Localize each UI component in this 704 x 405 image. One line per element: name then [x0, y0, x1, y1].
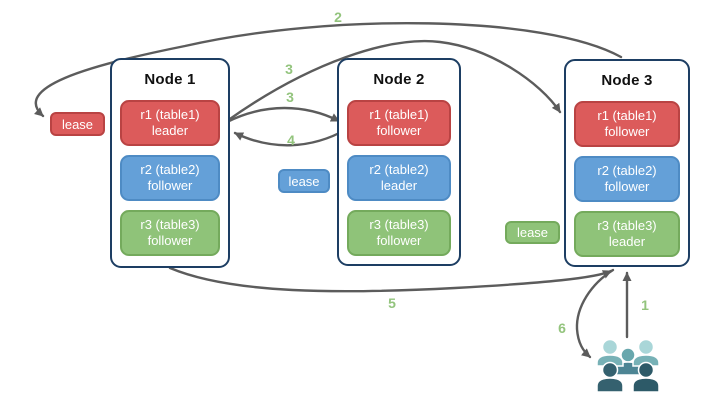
replica-role: follower: [147, 233, 193, 248]
node1-replica-r3: r3 (table3) follower: [120, 210, 220, 256]
node2-replica-r1: r1 (table1) follower: [347, 100, 451, 146]
users-icon: [596, 338, 660, 393]
arrow-label-3-short: 3: [286, 89, 294, 105]
node3-replica-r3: r3 (table3) leader: [574, 211, 680, 257]
replica-name: r2 (table2): [140, 161, 200, 177]
arrow-5-node1-to-node3: [168, 266, 613, 293]
lease-badge-table3: lease: [505, 221, 560, 244]
replica-role: follower: [376, 123, 422, 138]
lease-badge-table2: lease: [278, 169, 330, 193]
arrow-label-3-long: 3: [285, 61, 293, 77]
node-3: Node 3 r1 (table1) follower r2 (table2) …: [564, 59, 690, 267]
replica-name: r1 (table1): [369, 106, 429, 122]
arrow-label-4: 4: [287, 132, 295, 148]
node-3-title: Node 3: [601, 72, 653, 89]
node3-replica-r1: r1 (table1) follower: [574, 101, 680, 147]
node1-replica-r1: r1 (table1) leader: [120, 100, 220, 146]
node3-replica-r2: r2 (table2) follower: [574, 156, 680, 202]
arrow-label-6: 6: [558, 320, 566, 336]
node-1-title: Node 1: [144, 71, 196, 88]
replica-name: r3 (table3): [597, 217, 657, 233]
arrow-label-1: 1: [641, 297, 649, 313]
node-2-title: Node 2: [373, 71, 425, 88]
replica-name: r3 (table3): [140, 216, 200, 232]
replica-role: leader: [380, 178, 418, 193]
replica-name: r1 (table1): [597, 107, 657, 123]
replica-role: leader: [151, 123, 189, 138]
replica-name: r2 (table2): [369, 161, 429, 177]
replica-role: follower: [604, 179, 650, 194]
node-1: Node 1 r1 (table1) leader r2 (table2) fo…: [110, 58, 230, 268]
replica-name: r1 (table1): [140, 106, 200, 122]
arrow-label-5: 5: [388, 295, 396, 311]
replica-role: follower: [147, 178, 193, 193]
node2-replica-r2: r2 (table2) leader: [347, 155, 451, 201]
replica-name: r2 (table2): [597, 162, 657, 178]
node-2: Node 2 r1 (table1) follower r2 (table2) …: [337, 58, 461, 266]
replica-role: follower: [604, 124, 650, 139]
arrow-label-2: 2: [334, 9, 342, 25]
replica-role: leader: [608, 234, 646, 249]
node2-replica-r3: r3 (table3) follower: [347, 210, 451, 256]
node1-replica-r2: r2 (table2) follower: [120, 155, 220, 201]
arrow-3-short-leader-to-node2: [225, 106, 341, 124]
lease-badge-table1: lease: [50, 112, 105, 136]
replica-role: follower: [376, 233, 422, 248]
replica-name: r3 (table3): [369, 216, 429, 232]
